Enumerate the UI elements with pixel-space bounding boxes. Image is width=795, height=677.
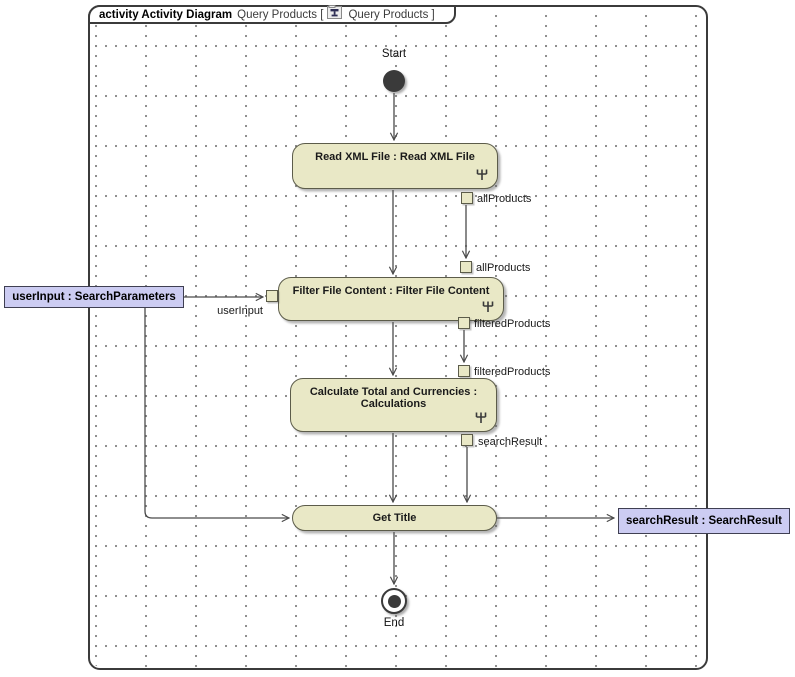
action-label: Read XML File : Read XML File [315,151,475,163]
action-get-title[interactable]: Get Title [292,505,497,531]
pin-filter-userinput[interactable] [266,290,278,302]
pin-label: allProducts [477,193,532,205]
pin-filter-in[interactable] [460,261,472,273]
pin-calc-out[interactable] [461,434,473,446]
action-filter-file-content[interactable]: Filter File Content : Filter File Conten… [278,277,504,321]
end-label: End [383,617,405,629]
parameter-search-result[interactable]: searchResult : SearchResult [618,508,790,534]
pin-label: filteredProducts [474,318,551,330]
rake-icon [476,168,488,184]
frame-keyword: activity Activity Diagram [99,8,233,21]
pin-label: allProducts [476,262,531,274]
action-calculate-total[interactable]: Calculate Total and Currencies : Calcula… [290,378,497,432]
diagram-frame [88,5,708,670]
action-label-line2: Calculations [360,398,427,410]
rake-icon [475,411,487,427]
action-label: Get Title [372,512,417,524]
activity-diagram-icon [327,5,343,24]
frame-diagram-name: Query Products [ [237,8,324,21]
initial-node[interactable] [383,70,405,92]
pin-read-xml-out[interactable] [461,192,473,204]
edge-userinput-to-gettitle[interactable] [144,308,289,518]
action-read-xml-file[interactable]: Read XML File : Read XML File [292,143,498,189]
grid-background [91,8,705,667]
pin-label: filteredProducts [474,366,551,378]
pin-calc-in[interactable] [458,365,470,377]
pin-label: userInput [217,305,263,317]
action-label: Filter File Content : Filter File Conten… [292,285,490,297]
final-node-dot [387,594,401,608]
pin-filter-out[interactable] [458,317,470,329]
start-label: Start [381,48,407,60]
pin-label: searchResult [478,436,543,448]
action-label-line1: Calculate Total and Currencies : [309,386,478,398]
final-node[interactable] [381,588,407,614]
frame-header[interactable]: activity Activity Diagram Query Products… [88,5,456,24]
parameter-user-input[interactable]: userInput : SearchParameters [4,286,184,308]
rake-icon [482,300,494,316]
frame-diagram-ref: Query Products ] [348,8,435,21]
